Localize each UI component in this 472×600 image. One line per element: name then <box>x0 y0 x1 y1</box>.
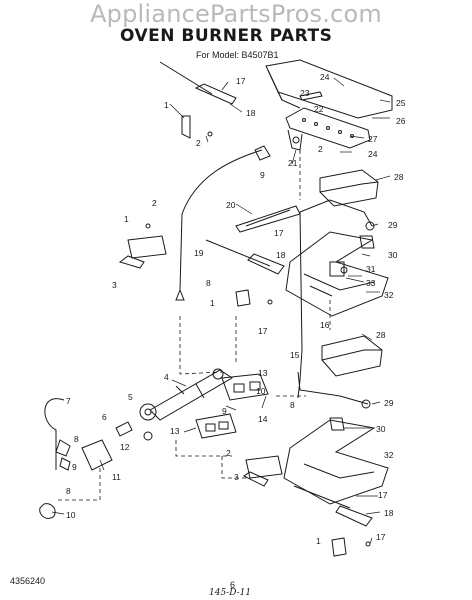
callout-19: 19 <box>194 248 204 258</box>
callout-1b: 1 <box>124 214 129 224</box>
callout-29a: 29 <box>388 220 398 230</box>
callout-27: 27 <box>368 134 378 144</box>
thermostat-valve-upper <box>221 373 269 401</box>
callout-4: 4 <box>164 372 169 382</box>
callout-32b: 32 <box>384 450 394 460</box>
callout-5: 5 <box>128 392 133 402</box>
callout-9c: 9 <box>72 462 77 472</box>
gas-tube-right <box>297 211 303 399</box>
callout-3b: 3 <box>234 472 239 482</box>
callout-8c: 8 <box>74 434 79 444</box>
callout-17d: 17 <box>378 490 388 500</box>
broil-shield <box>265 59 393 119</box>
callout-28b: 28 <box>376 330 386 340</box>
callout-13a: 13 <box>258 368 268 378</box>
callout-17e: 17 <box>376 532 386 542</box>
callout-26: 26 <box>396 116 406 126</box>
callout-24a: 24 <box>320 72 330 82</box>
callout-25: 25 <box>396 98 406 108</box>
callout-23: 23 <box>300 88 310 98</box>
callout-29b: 29 <box>384 398 394 408</box>
callout-10a: 10 <box>256 386 266 396</box>
callout-10b: 10 <box>66 510 76 520</box>
callout-33: 33 <box>366 278 376 288</box>
callout-7: 7 <box>66 396 71 406</box>
callout-20: 20 <box>226 200 236 210</box>
callout-13b: 13 <box>170 426 180 436</box>
callout-31: 31 <box>366 264 376 274</box>
callout-15: 15 <box>290 350 300 360</box>
burner-cover-lower <box>321 335 383 377</box>
callout-18a: 18 <box>246 108 256 118</box>
callout-28a: 28 <box>394 172 404 182</box>
gas-tube-lower <box>297 371 369 405</box>
mount-bracket-upper <box>181 115 191 139</box>
callout-18b: 18 <box>276 250 286 260</box>
callout-11: 11 <box>112 472 121 482</box>
igniter-mid <box>205 239 271 267</box>
callout-2a: 2 <box>196 138 201 148</box>
callout-17c: 17 <box>258 326 268 336</box>
callout-30b: 30 <box>376 424 386 434</box>
callout-32a: 32 <box>384 290 394 300</box>
valve-bracket-lower <box>245 455 283 479</box>
callout-14: 14 <box>258 414 268 424</box>
callout-30a: 30 <box>388 250 398 260</box>
callout-2b: 2 <box>318 144 323 154</box>
capillary-tube <box>44 398 65 470</box>
broil-burner <box>285 107 371 149</box>
callout-3a: 3 <box>112 280 117 290</box>
igniter-rod-upper <box>159 61 213 95</box>
callout-17b: 17 <box>274 228 284 238</box>
valve-bracket-left <box>127 235 167 259</box>
callout-8b: 8 <box>290 400 295 410</box>
handwritten-note: 145-D-11 <box>209 588 252 598</box>
callout-24b: 24 <box>368 149 378 159</box>
page-number: 6 <box>230 580 236 590</box>
callout-21: 21 <box>288 158 298 168</box>
page-title: OVEN BURNER PARTS <box>120 26 333 46</box>
callout-2d: 2 <box>226 448 231 458</box>
callout-16: 16 <box>320 320 330 330</box>
callout-9a: 9 <box>260 170 265 180</box>
model-line: For Model: B4507B1 <box>196 50 279 60</box>
callout-9b: 9 <box>222 406 227 416</box>
callout-17a: 17 <box>236 76 246 86</box>
manifold-pipe <box>149 369 233 421</box>
callout-8a: 8 <box>206 278 211 288</box>
callout-1d: 1 <box>316 536 321 546</box>
callout-1c: 1 <box>210 298 215 308</box>
callout-22: 22 <box>314 104 324 114</box>
callout-18c: 18 <box>384 508 394 518</box>
watermark: AppliancePartsPros.com <box>90 0 382 28</box>
callout-12: 12 <box>120 442 130 452</box>
thermostat-valve-lower <box>195 413 237 439</box>
callout-6: 6 <box>102 412 107 422</box>
bake-burner-lower <box>283 419 389 505</box>
safety-valve <box>81 439 113 471</box>
callout-2c: 2 <box>152 198 157 208</box>
callout-1a: 1 <box>164 100 169 110</box>
callout-8d: 8 <box>66 486 71 496</box>
igniter-lower <box>293 485 351 509</box>
part-code: 4356240 <box>10 576 46 586</box>
gas-tube-left <box>179 149 263 291</box>
